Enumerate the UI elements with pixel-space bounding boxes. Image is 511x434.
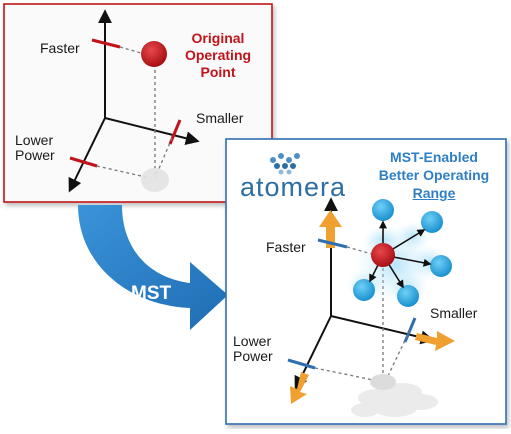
left-label-smaller: Smaller bbox=[196, 110, 244, 126]
right-title-line-3: Range bbox=[412, 185, 456, 201]
center-operating-point bbox=[371, 243, 395, 267]
mst-arrow-shape bbox=[78, 205, 228, 330]
left-panel-title: Original Operating Point bbox=[174, 30, 262, 81]
left-tick-faster bbox=[91, 38, 121, 49]
right-panel-title: MST-Enabled Better Operating Range bbox=[366, 148, 502, 202]
left-title-line-2: Operating bbox=[184, 47, 252, 63]
left-label-lower: Lower bbox=[15, 132, 54, 148]
left-title-line-3: Point bbox=[200, 64, 236, 80]
left-point-shadow bbox=[141, 168, 169, 192]
left-label-lower-power: Lower Power bbox=[15, 133, 55, 163]
right-label-lower-power: Lower Power bbox=[233, 334, 273, 364]
expand-arrow-right bbox=[415, 331, 455, 351]
left-label-faster: Faster bbox=[40, 40, 80, 56]
range-point-bottom-left bbox=[353, 279, 375, 301]
left-panel bbox=[3, 3, 273, 203]
expand-arrow-down bbox=[290, 372, 309, 404]
range-point-bottom-right bbox=[397, 285, 419, 307]
range-point-right bbox=[430, 255, 452, 277]
right-tick-lower-power bbox=[287, 358, 316, 370]
left-tick-lower-power bbox=[69, 156, 98, 168]
right-label-smaller: Smaller bbox=[430, 305, 478, 321]
expand-arrow-up bbox=[319, 210, 342, 248]
range-point-top bbox=[372, 199, 394, 221]
left-axis-right bbox=[104, 117, 200, 146]
left-axis-down bbox=[68, 117, 106, 193]
atomera-logo-icon bbox=[270, 153, 300, 175]
left-title-line-1: Original bbox=[191, 30, 245, 46]
right-point-shadow bbox=[370, 374, 396, 390]
right-title-line-1: MST-Enabled bbox=[390, 149, 478, 165]
right-label-faster: Faster bbox=[266, 239, 306, 255]
right-panel bbox=[225, 138, 507, 425]
right-dash-power bbox=[314, 367, 379, 382]
left-label-power: Power bbox=[15, 147, 55, 163]
range-point-top-right bbox=[421, 211, 443, 233]
right-label-lower: Lower bbox=[233, 333, 272, 349]
mst-arrow bbox=[78, 205, 228, 330]
left-dash-faster bbox=[119, 46, 142, 54]
right-label-power: Power bbox=[233, 348, 273, 364]
right-tick-faster bbox=[317, 238, 348, 249]
mst-label: MST bbox=[131, 283, 172, 304]
original-operating-point bbox=[141, 41, 167, 67]
right-axis-right bbox=[330, 315, 435, 345]
atomera-logo-text: atomera bbox=[240, 172, 347, 202]
right-title-line-2: Better Operating bbox=[378, 167, 490, 183]
